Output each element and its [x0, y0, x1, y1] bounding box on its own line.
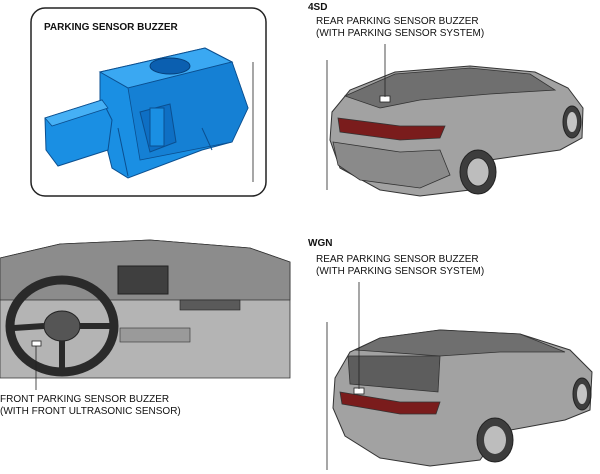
inset-title: PARKING SENSOR BUZZER [44, 22, 178, 33]
sedan-variant-label: 4SD [308, 2, 328, 13]
dashboard-callout-line2: (WITH FRONT ULTRASONIC SENSOR) [0, 406, 181, 417]
buzzer-part-illustration [44, 47, 249, 179]
dashboard-callout-line1: FRONT PARKING SENSOR BUZZER [0, 394, 170, 405]
sedan-callout-line1: REAR PARKING SENSOR BUZZER [316, 16, 479, 27]
wagon-variant-label: WGN [308, 238, 333, 249]
wagon-callout-line2: (WITH PARKING SENSOR SYSTEM) [316, 266, 485, 277]
wagon-callout-line1: REAR PARKING SENSOR BUZZER [316, 254, 479, 265]
wagon-illustration [326, 282, 593, 470]
sedan-callout-line2: (WITH PARKING SENSOR SYSTEM) [316, 28, 485, 39]
dashboard-illustration [0, 239, 291, 390]
sedan-illustration [329, 44, 584, 197]
